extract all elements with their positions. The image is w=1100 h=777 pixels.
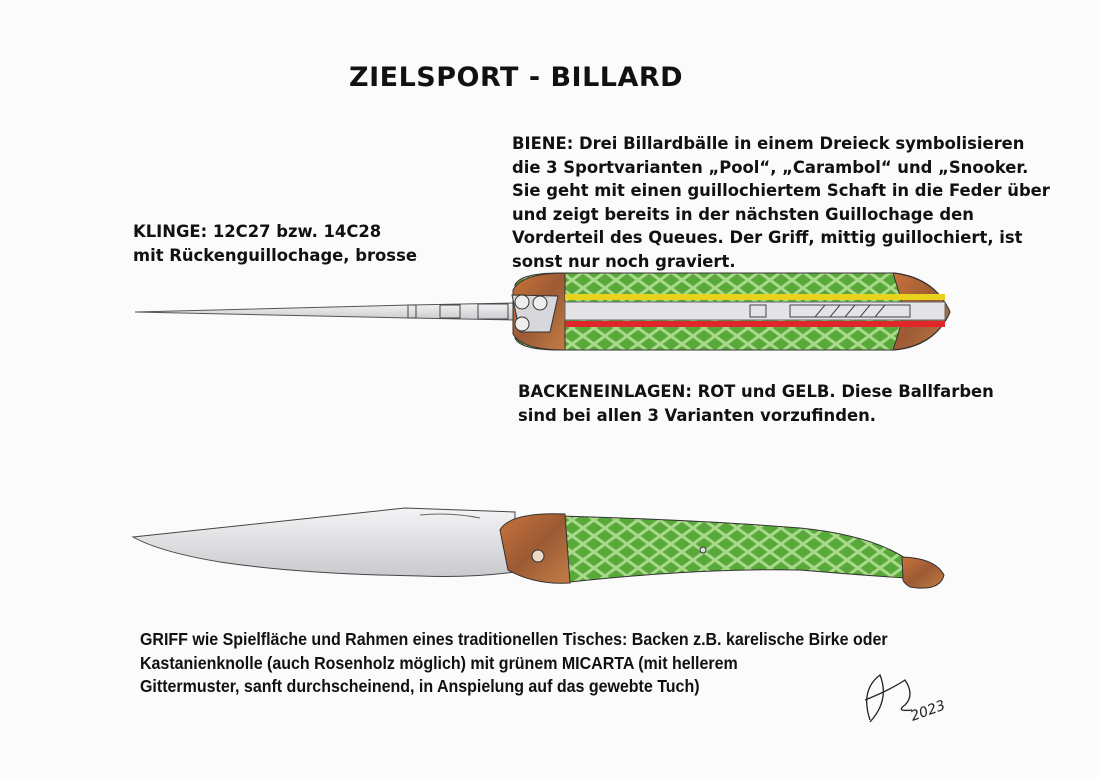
page-title: ZIELSPORT - BILLARD xyxy=(349,62,684,93)
side-handle-green xyxy=(559,515,906,583)
blade-spine-guilloche xyxy=(419,513,481,519)
note-biene: BIENE: Drei Billardbälle in einem Dreiec… xyxy=(512,134,1050,271)
side-blade xyxy=(131,507,516,577)
top-blade xyxy=(134,302,516,321)
bee-billiard-balls xyxy=(511,294,559,333)
side-view-knife xyxy=(131,507,945,589)
signature-year: 2023 xyxy=(909,698,948,725)
note-griff: GRIFF wie Spielfläche und Rahmen eines t… xyxy=(140,629,888,697)
spring xyxy=(564,301,946,321)
top-view-knife xyxy=(134,272,951,351)
note-klinge: KLINGE: 12C27 bzw. 14C28 mit Rückenguill… xyxy=(133,222,417,265)
yellow-liner xyxy=(565,294,945,300)
side-bolster-wood xyxy=(499,513,571,584)
side-end-wood xyxy=(901,556,945,589)
red-liner xyxy=(565,321,945,327)
rivet-small xyxy=(699,546,707,554)
note-backeneinlagen: BACKENEINLAGEN: ROT und GELB. Diese Ball… xyxy=(518,382,994,425)
rivet xyxy=(531,549,545,563)
spring-guilloche xyxy=(749,304,911,318)
blade-guilloche xyxy=(407,303,509,320)
